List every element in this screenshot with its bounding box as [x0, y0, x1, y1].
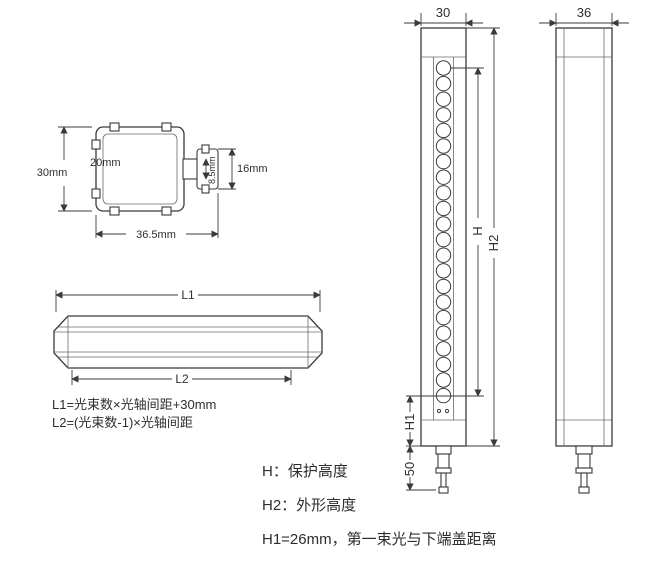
dimension-label-36-5mm: 36.5mm: [136, 229, 176, 241]
profile-notch: [201, 184, 210, 194]
beam-lens: [435, 372, 452, 388]
connector-stub: [435, 445, 452, 455]
beam-lens: [435, 185, 452, 201]
connector-shaft: [440, 472, 447, 488]
profile-notch: [109, 122, 120, 132]
profile-notch: [161, 122, 172, 132]
beam-lens: [435, 153, 452, 170]
profile-notch: [161, 206, 172, 216]
profile-notch: [91, 139, 101, 150]
beam-lens: [435, 294, 452, 310]
beam-lens: [435, 247, 452, 263]
note-h: H：保护高度: [262, 463, 348, 480]
beam-lens: [435, 278, 452, 295]
beam-lens: [435, 341, 452, 357]
side-elevation-view: 36: [539, 5, 629, 494]
beam-circles: [435, 60, 452, 404]
beam-lens: [435, 309, 452, 326]
note-h2: H2：外形高度: [262, 497, 356, 514]
connector-stub: [575, 445, 593, 455]
dimension-label-20mm: 20mm: [90, 157, 121, 169]
beam-lens: [435, 216, 452, 232]
beam-lens: [435, 107, 452, 123]
profile-notch: [201, 144, 210, 154]
beam-lens: [435, 356, 452, 373]
indicator-led: [436, 408, 442, 414]
beam-lens: [435, 60, 452, 76]
connector-barrel: [577, 453, 591, 469]
connector-barrel: [437, 453, 450, 469]
connector-shaft: [580, 472, 588, 488]
dimension-label-l1: L1: [181, 288, 195, 302]
dimension-label-h1: H1: [402, 414, 417, 431]
connector-tip: [578, 486, 590, 494]
profile-inner-contour: [102, 133, 178, 205]
beam-lens: [435, 200, 452, 217]
connector-nut: [435, 467, 452, 474]
beam-lens: [435, 91, 452, 107]
formula-l2: L2=(光束数-1)×光轴间距: [52, 415, 193, 430]
dimension-label-30mm: 30mm: [37, 167, 68, 179]
connector-nut: [575, 467, 593, 474]
dimension-label-h: H: [470, 226, 485, 235]
dimension-label-l2: L2: [175, 372, 189, 386]
beam-lens: [435, 75, 452, 92]
profile-neck: [182, 158, 199, 180]
profile-notch: [91, 188, 101, 199]
formula-l1: L1=光束数×光轴间距+30mm: [52, 397, 216, 412]
beam-lens: [435, 325, 452, 341]
dimension-label-50: 50: [402, 462, 417, 476]
beam-lens: [435, 169, 452, 185]
connector-tip: [438, 486, 449, 494]
length-view: L1 L2 L1=光束数×光轴间距+30mm L2=(光束数-1)×光轴间距: [52, 288, 323, 430]
front-elevation-view: 30 H H2 H1 50: [402, 5, 501, 494]
note-h1: H1=26mm，第一束光与下端盖距离: [262, 530, 497, 548]
legend-notes: H：保护高度 H2：外形高度 H1=26mm，第一束光与下端盖距离: [262, 463, 497, 548]
bar-outline: [53, 315, 323, 369]
dimension-label-8-5mm: 8.5mm: [207, 156, 217, 184]
dimension-label-width-36: 36: [577, 5, 591, 20]
beam-lens: [435, 122, 452, 139]
beam-lens: [435, 263, 452, 279]
cross-section-view: 30mm 20mm 8.5mm 16mm 36.5mm: [37, 122, 268, 241]
dimension-label-16mm: 16mm: [237, 163, 268, 175]
beam-lens: [435, 231, 452, 248]
indicator-led: [444, 408, 450, 414]
dimension-label-h2: H2: [486, 235, 501, 252]
profile-body-outline: [95, 126, 185, 212]
profile-notch: [109, 206, 120, 216]
dimension-label-width-30: 30: [436, 5, 450, 20]
beam-lens: [435, 138, 452, 154]
